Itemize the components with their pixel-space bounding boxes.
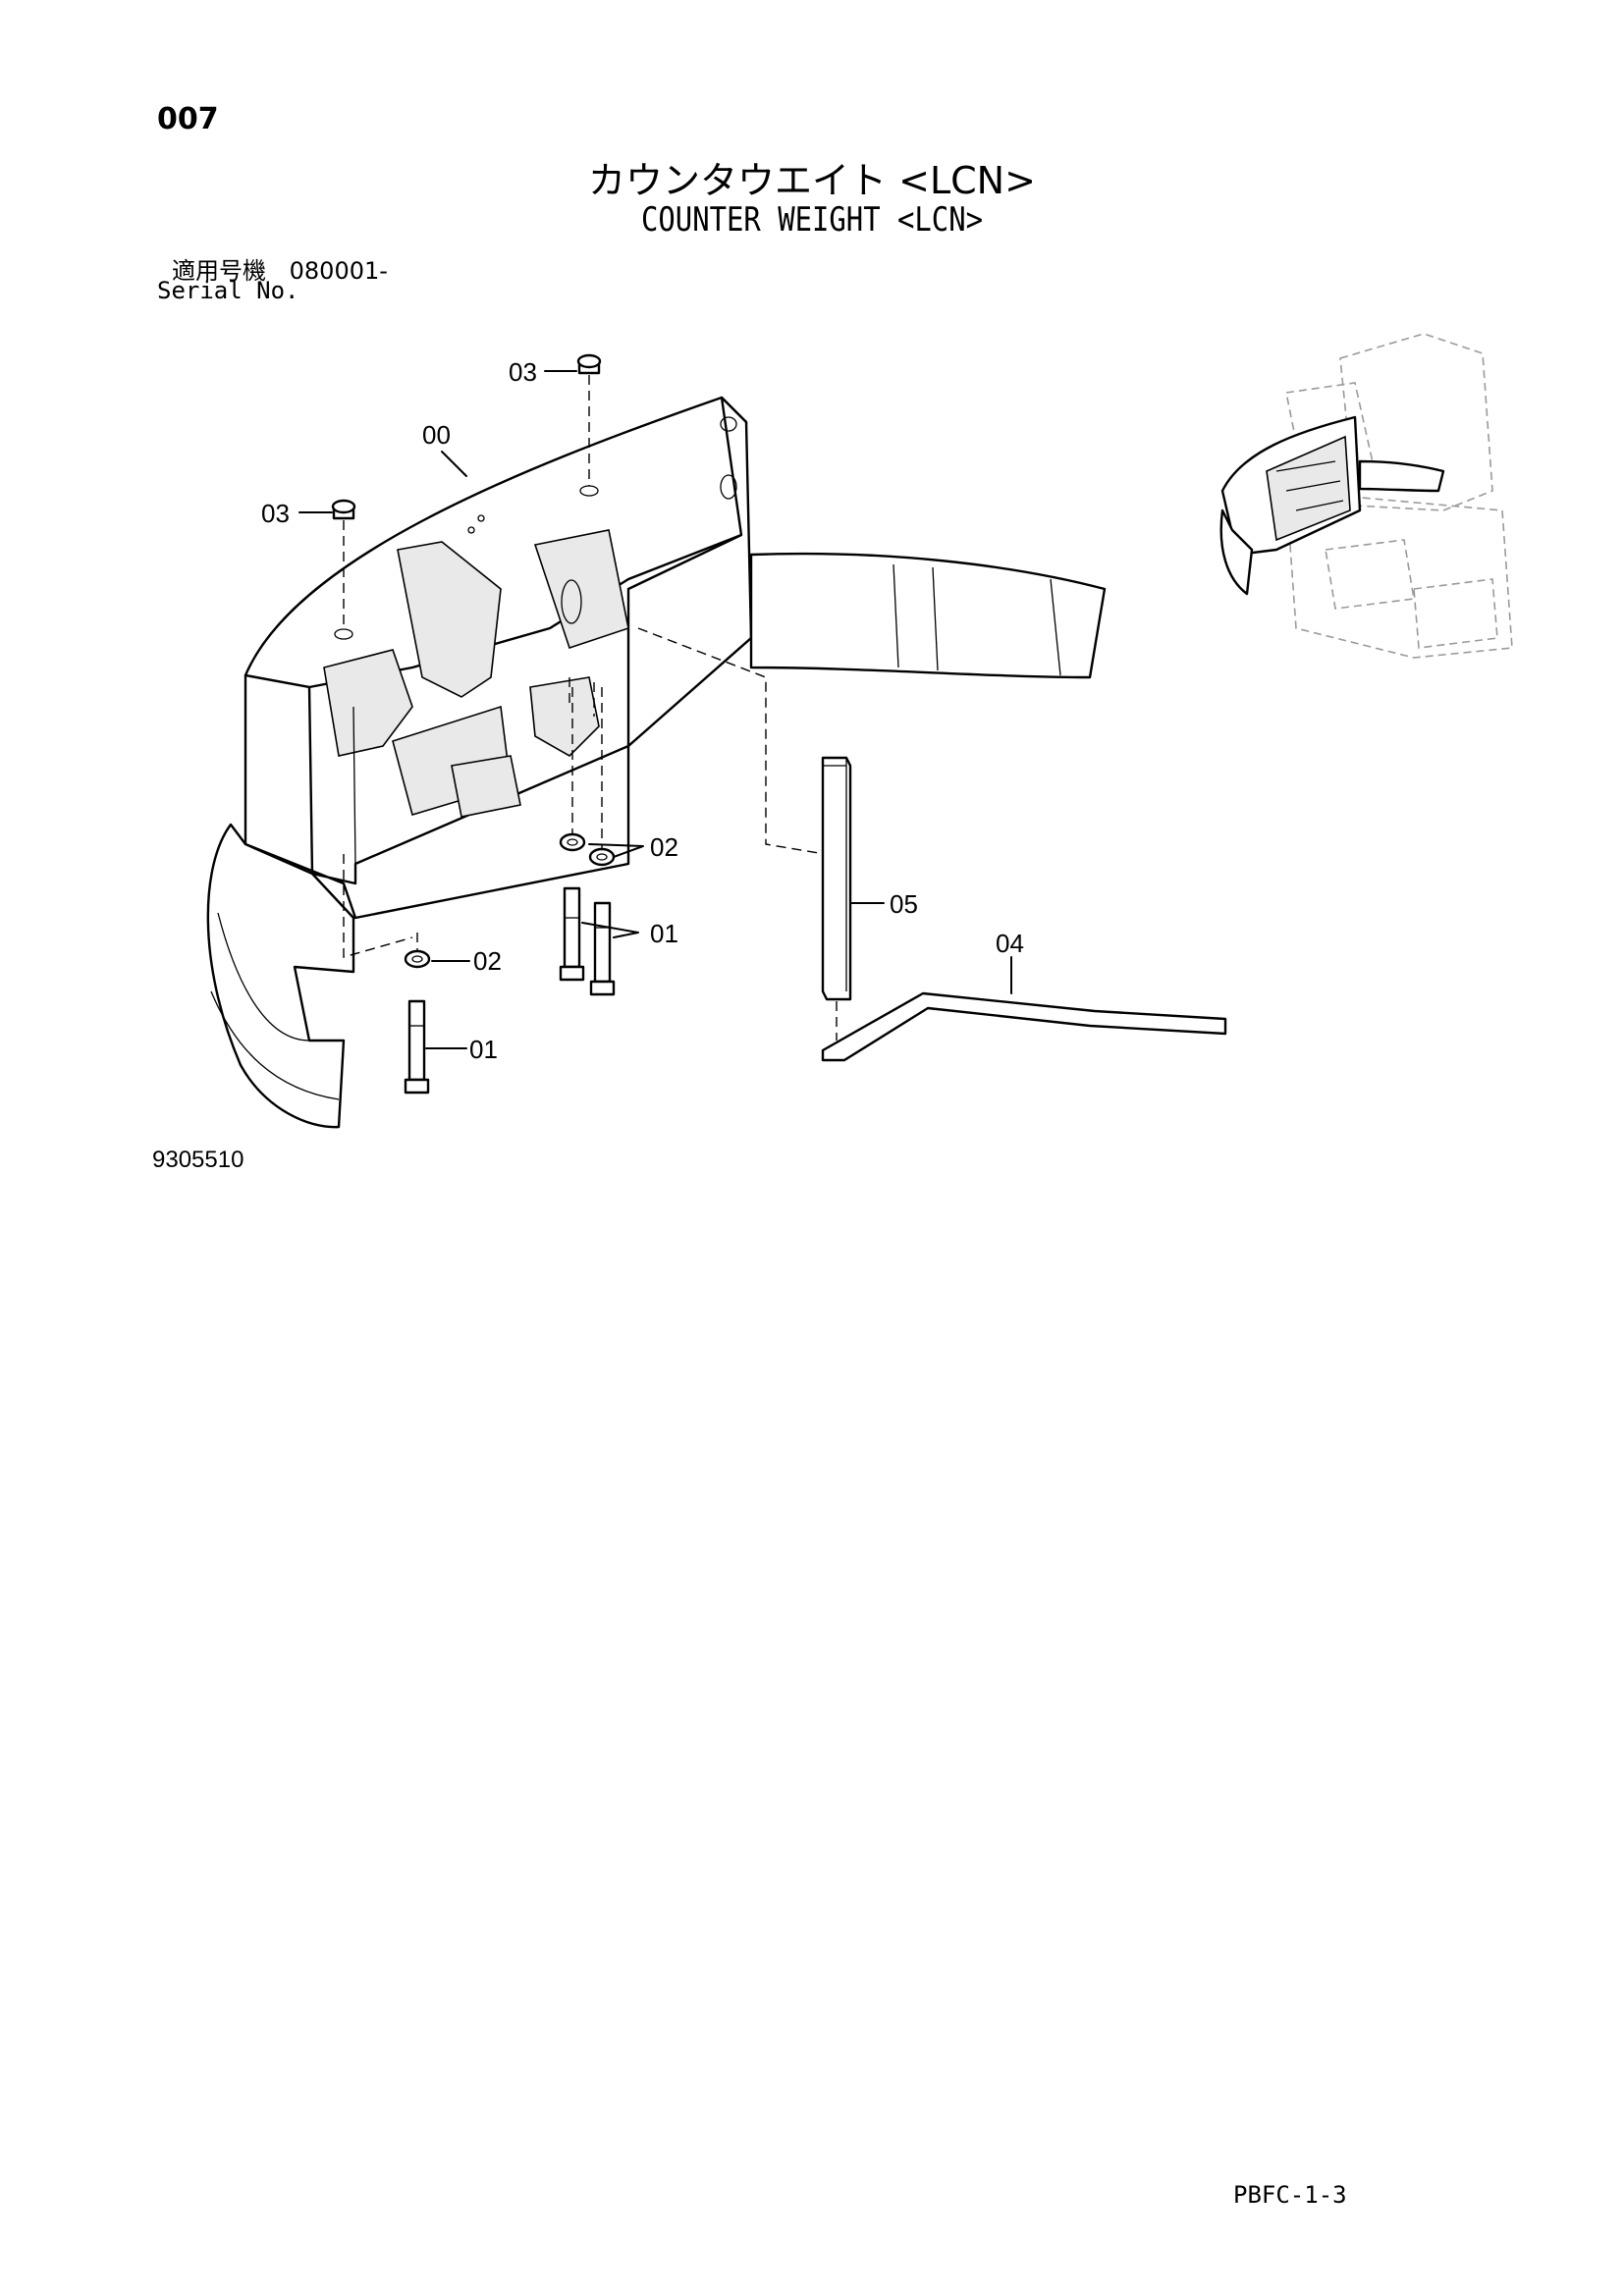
drawing-number: 9305510 xyxy=(152,1147,244,1173)
callout-01-pair: 01 xyxy=(650,919,678,948)
washer-02-b xyxy=(588,847,616,867)
washer-02-c-hole xyxy=(411,955,423,963)
callout-03-left: 03 xyxy=(261,499,290,528)
cap-bolt-03-top xyxy=(576,353,602,497)
serial-range: 適用号機 080001- xyxy=(172,251,388,286)
sheet-code: PBFC-1-3 xyxy=(1233,2181,1347,2209)
serial-value: 080001- xyxy=(289,257,388,285)
washer-02-a-hole xyxy=(567,838,578,846)
bolt-01-c xyxy=(404,999,430,1095)
bolt-01-a xyxy=(559,886,585,982)
page-number: 007 xyxy=(157,102,219,136)
washer-02-c xyxy=(404,949,431,969)
location-inset xyxy=(1219,333,1513,659)
washer-02-b-hole xyxy=(596,853,608,861)
counterweight-body xyxy=(206,396,1107,1129)
callout-02-single: 02 xyxy=(473,946,502,976)
callout-05: 05 xyxy=(890,889,918,919)
callout-03-top: 03 xyxy=(509,357,537,387)
bolt-01-b xyxy=(589,901,616,996)
callout-00: 00 xyxy=(422,420,451,450)
washer-02-a xyxy=(559,832,586,852)
callout-04: 04 xyxy=(996,929,1024,958)
serial-label-japanese: 適用号機 xyxy=(172,257,266,285)
callout-02-pair: 02 xyxy=(650,832,678,862)
callout-01-single: 01 xyxy=(469,1035,498,1064)
page-title-japanese: カウンタウエイト <LCN> xyxy=(588,159,1036,202)
leader-lines xyxy=(298,370,1012,1049)
page-title-english: COUNTER WEIGHT <LCN> xyxy=(641,200,983,240)
cap-bolt-03-left xyxy=(331,499,356,640)
spacer-bar-05 xyxy=(821,756,852,1041)
bent-plate-04 xyxy=(821,991,1227,1062)
serial-label-english: Serial No. xyxy=(157,277,299,304)
